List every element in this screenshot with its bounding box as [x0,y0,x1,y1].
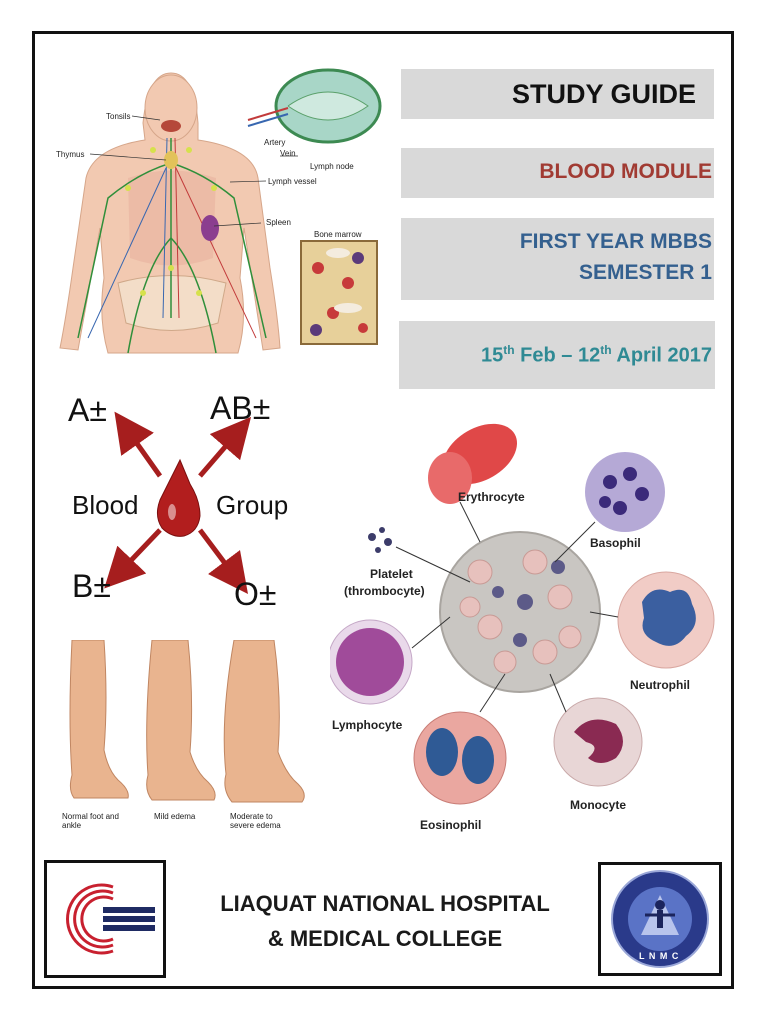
seal-bottom-text: L N M C [639,951,680,961]
label-thrombocyte: (thrombocyte) [344,584,425,598]
lymphatic-system-illustration: Tonsils Thymus Artery Vein Lymph node Ly… [48,68,388,358]
blood-drop-icon [156,458,201,537]
date-start-day: 15 [481,344,504,367]
label-bone-marrow: Bone marrow [314,230,362,239]
leg-mild [146,639,216,801]
edema-illustration: Normal foot and ankle Mild edema Moderat… [52,639,312,840]
study-guide-title: STUDY GUIDE [401,69,714,119]
date-end-suffix: th [600,343,612,357]
blood-cells-illustration: Erythrocyte Basophil Platelet (thrombocy… [327,412,722,836]
label-platelet: Platelet [370,567,413,581]
blood-word: Blood [72,490,139,520]
lnh-logo-icon [66,883,155,955]
date-end-rest: April 2017 [616,344,712,367]
label-basophil: Basophil [590,536,641,550]
label-lymph-node: Lymph node [310,162,354,171]
date-range: 15th Feb – 12th April 2017 [399,321,715,389]
institution-line2: & MEDICAL COLLEGE [267,926,503,951]
label-monocyte: Monocyte [570,798,627,812]
year-line: FIRST YEAR MBBS [519,230,712,253]
institution-name: LIAQUAT NATIONAL HOSPITAL & MEDICAL COLL… [190,886,580,956]
label-lymphocyte: Lymphocyte [332,718,403,732]
label-vein: Vein [280,149,296,158]
institution-line1: LIAQUAT NATIONAL HOSPITAL [220,891,550,916]
arrow-a [114,411,163,478]
date-start-suffix: th [503,343,515,357]
date-end-day: 12 [577,344,601,367]
label-spleen: Spleen [266,218,291,227]
page-border [32,31,734,989]
label-thymus: Thymus [56,150,85,159]
arrow-ab [198,416,252,478]
semester-line: SEMESTER 1 [578,261,712,284]
leg-severe [223,639,305,803]
caption-mild: Mild edema [154,812,196,821]
blood-group-diagram: A± AB± Blood Group B± O± [50,388,310,620]
caption-normal: Normal foot and ankle [62,812,119,830]
basophil-cell [585,452,665,532]
platelet-cells [368,527,392,553]
label-tonsils: Tonsils [106,112,131,121]
group-word: Group [216,490,289,520]
group-ab-label: AB± [210,390,271,426]
label-eosinophil: Eosinophil [420,818,482,832]
lnmc-seal-box: L N M C [598,862,722,976]
label-neutrophil: Neutrophil [630,678,690,692]
lnmc-seal-icon [611,870,709,968]
group-o-label: O± [234,576,277,612]
caption-severe: Moderate to severe edema [230,812,281,830]
blood-cells-drawing [327,423,715,805]
label-artery: Artery [264,138,286,147]
date-start-month: Feb [520,344,556,367]
lnh-logo-box [44,860,166,978]
module-title: BLOOD MODULE [401,148,714,198]
leg-normal [69,639,129,799]
date-separator: – [561,344,573,367]
label-erythrocyte: Erythrocyte [458,490,525,504]
lymphatic-system-drawing [59,68,382,354]
arrow-b [104,528,162,589]
legs-drawing [69,639,305,803]
group-b-label: B± [72,568,111,604]
blood-group-arrows [104,411,252,594]
arrow-o [198,528,248,594]
label-lymph-vessel: Lymph vessel [268,177,317,186]
year-semester-box: FIRST YEAR MBBS SEMESTER 1 [401,218,714,300]
group-a-label: A± [68,392,107,428]
